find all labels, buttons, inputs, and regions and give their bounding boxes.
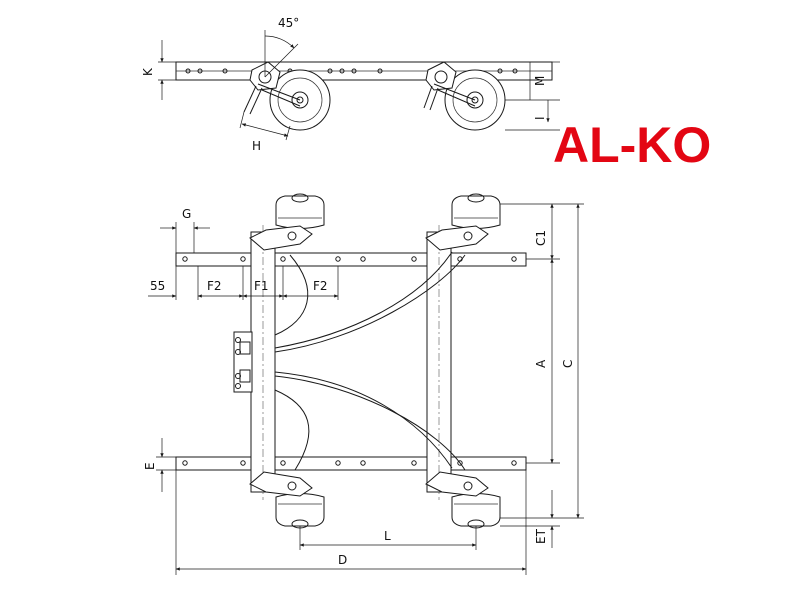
dim-55-label: 55 (150, 279, 165, 293)
wheel-hub-bottom-right (425, 471, 501, 529)
dim-i-label: I (533, 116, 547, 120)
logo-text: AL-KO (553, 117, 711, 173)
side-view: 45° K M I H (141, 16, 560, 153)
dim-k-label: K (141, 67, 155, 76)
dim-c-label: C (561, 360, 575, 368)
brake-cables (274, 251, 466, 471)
side-bolt-holes (185, 68, 518, 74)
frame-rail-bottom (175, 456, 527, 471)
rail-bolt-holes (182, 256, 517, 466)
angle-label: 45° (278, 16, 299, 30)
center-coupling-bracket (233, 331, 253, 393)
dim-a-label: A (534, 359, 548, 368)
dim-m-label: M (533, 76, 547, 86)
side-torsion-mount-right (423, 61, 476, 111)
dim-e-label: E (143, 462, 157, 470)
wheel-hub-bottom-left (249, 471, 325, 529)
dim-c1-label: C1 (534, 230, 548, 246)
dim-d-label: D (338, 553, 347, 567)
dim-f2-right-label: F2 (313, 279, 328, 293)
dim-h-label: H (252, 139, 261, 153)
dim-g-label: G (182, 207, 191, 221)
al-ko-logo: AL-KO (553, 117, 711, 173)
wheel-hub-top-left (249, 193, 325, 251)
dim-f2-left-label: F2 (207, 279, 222, 293)
dim-f1-label: F1 (254, 279, 269, 293)
plan-view: G 55 F2 F1 F2 C1 A C ET (143, 193, 584, 575)
dim-l-label: L (384, 529, 391, 543)
wheel-hub-top-right (425, 193, 501, 251)
frame-rail-top (175, 252, 527, 267)
dim-et-label: ET (534, 528, 548, 544)
